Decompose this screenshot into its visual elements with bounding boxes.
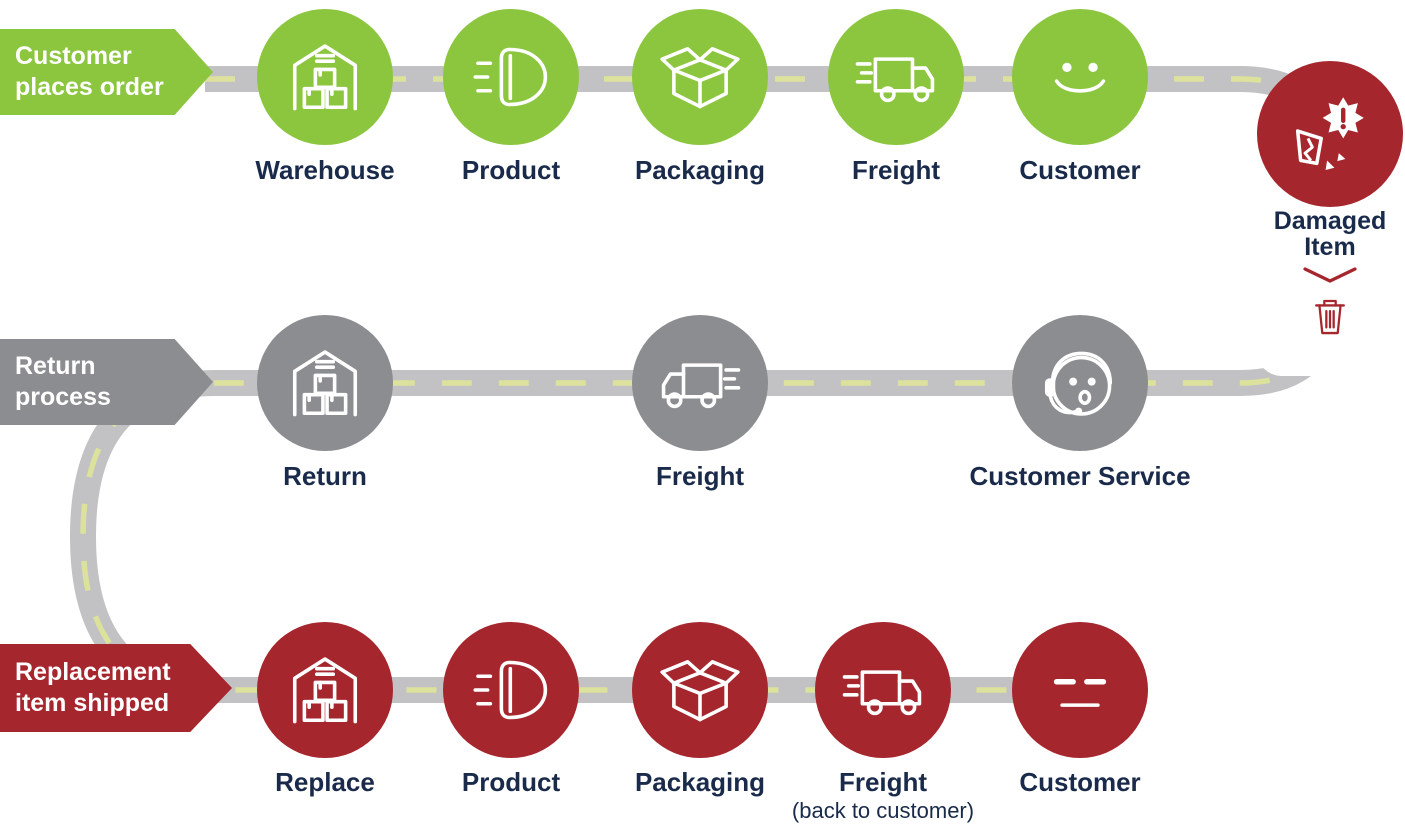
happy-face-icon — [1036, 33, 1124, 121]
node-replacement-packaging — [632, 622, 768, 758]
banner-line: places order — [15, 73, 164, 101]
chevron-down-icon — [1303, 266, 1357, 283]
damaged-item-label: Damaged Item — [1274, 208, 1387, 261]
node-replacement-product — [443, 622, 579, 758]
banner-line: Customer — [15, 42, 132, 70]
headlight-icon — [467, 646, 555, 734]
node-product — [443, 9, 579, 145]
node-label-customer-service: Customer Service — [969, 461, 1191, 491]
node-customer-service — [1012, 315, 1148, 451]
node-label-packaging: Packaging — [634, 155, 766, 185]
node-label-text: Freight — [838, 767, 928, 797]
banner-line: item shipped — [15, 689, 170, 717]
open-box-icon — [656, 646, 744, 734]
node-replace — [257, 622, 393, 758]
warehouse-icon — [281, 646, 369, 734]
node-replacement-freight — [815, 622, 951, 758]
node-label-warehouse: Warehouse — [255, 155, 395, 185]
node-label-replace: Replace — [275, 767, 375, 797]
delivery-truck-icon — [839, 646, 927, 734]
node-label-customer: Customer — [1019, 155, 1141, 185]
warehouse-icon — [281, 33, 369, 121]
node-label-replacement-product: Product — [461, 767, 561, 797]
banner-line: Return — [15, 352, 96, 380]
node-replacement-customer — [1012, 622, 1148, 758]
node-return — [257, 315, 393, 451]
unamused-face-icon — [1036, 646, 1124, 734]
node-label-freight: Freight — [851, 155, 941, 185]
node-return-freight — [632, 315, 768, 451]
damaged-item-line: Item — [1304, 233, 1356, 262]
damaged-item-line: Damaged — [1273, 207, 1387, 235]
headlight-icon — [467, 33, 555, 121]
warehouse-icon — [281, 339, 369, 427]
node-customer — [1012, 9, 1148, 145]
node-label-replacement-packaging: Packaging — [634, 767, 766, 797]
banner-line: process — [15, 383, 111, 411]
banner-line: Replacement — [15, 658, 171, 686]
node-freight — [828, 9, 964, 145]
open-box-icon — [656, 33, 744, 121]
support-headset-icon — [1036, 339, 1124, 427]
delivery-truck-icon — [852, 33, 940, 121]
node-label-return: Return — [283, 461, 367, 491]
node-sublabel: (back to customer) — [791, 797, 975, 823]
trash-can-icon — [1304, 290, 1356, 342]
node-warehouse — [257, 9, 393, 145]
broken-item-burst-icon — [1295, 97, 1364, 170]
banner-customer-places-order: Customer places order — [0, 29, 213, 115]
node-label-replacement-freight: Freight (back to customer) — [791, 767, 975, 823]
delivery-truck-icon — [656, 339, 744, 427]
banner-return-process: Return process — [0, 339, 213, 425]
node-label-replacement-customer: Customer — [1019, 767, 1141, 797]
node-label-product: Product — [461, 155, 561, 185]
node-label-return-freight: Freight — [655, 461, 745, 491]
node-packaging — [632, 9, 768, 145]
banner-replacement-item-shipped: Replacement item shipped — [0, 644, 232, 732]
node-damaged-item — [1257, 61, 1403, 207]
